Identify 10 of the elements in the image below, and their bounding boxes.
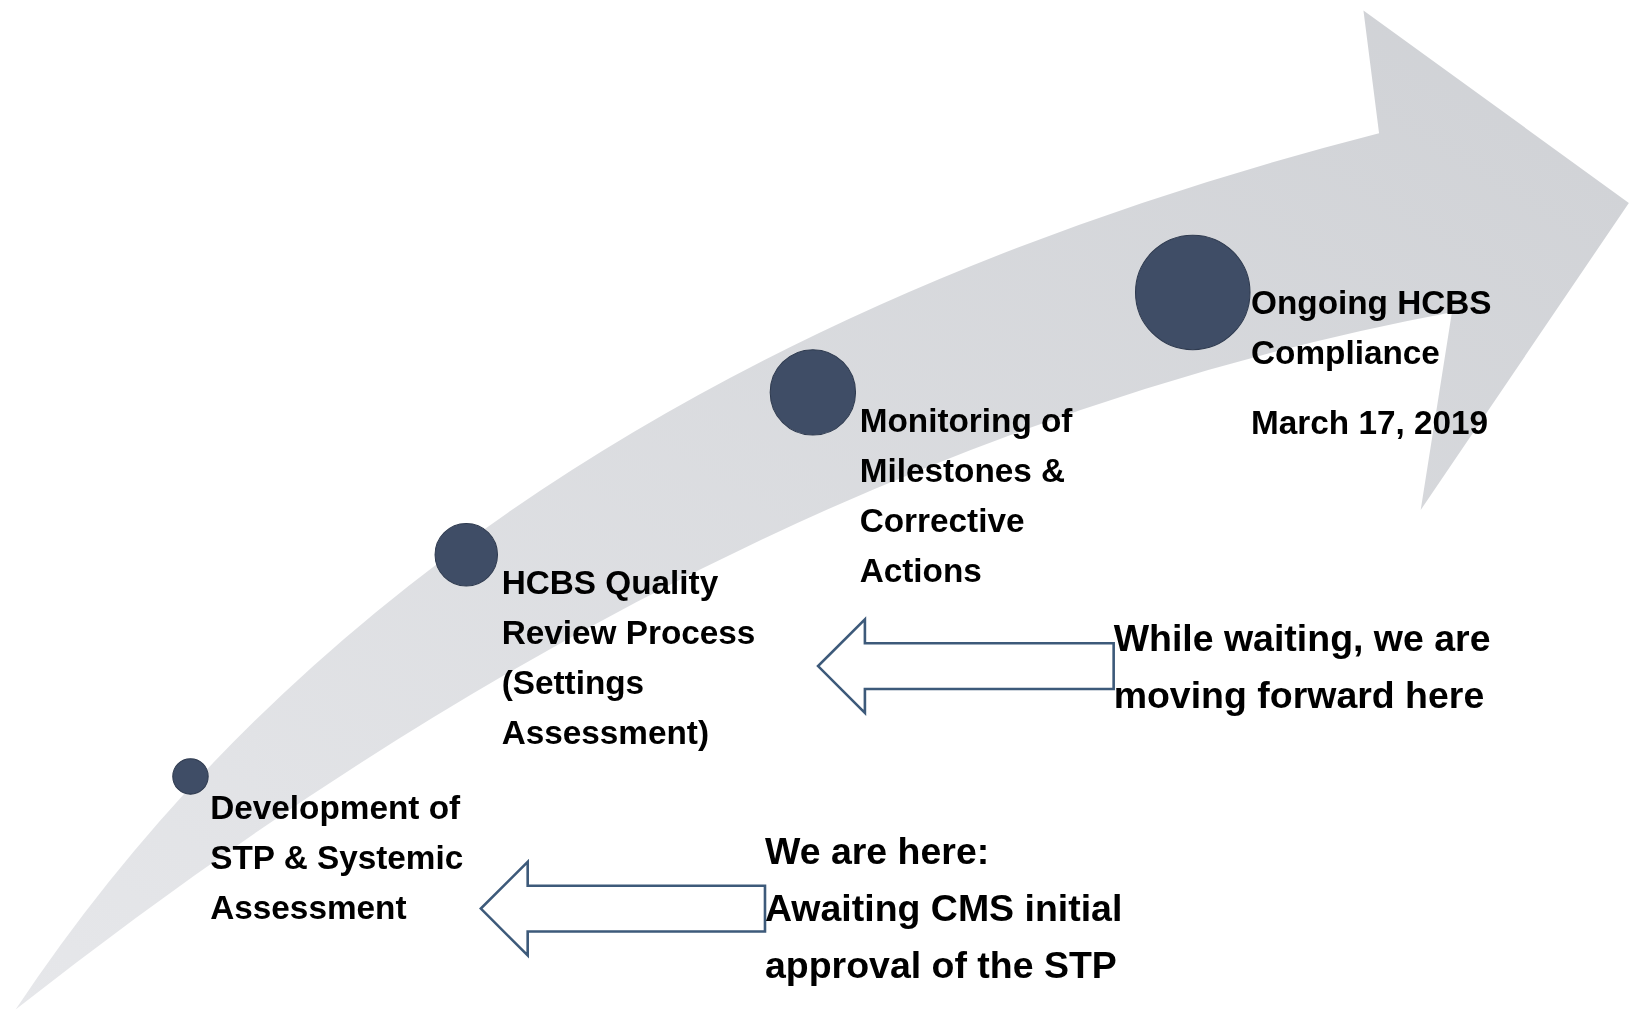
block-arrow <box>479 858 767 959</box>
block-arrow <box>816 616 1115 717</box>
milestone-label: Monitoring of Milestones & Corrective Actions <box>859 400 1074 592</box>
date-label: March 17, 2019 <box>1251 402 1490 444</box>
milestone-label: Ongoing HCBS Compliance <box>1251 283 1493 374</box>
note-text: We are here: <box>765 828 991 875</box>
milestone-label: HCBS Quality Review Process (Settings Assessment) <box>501 563 757 754</box>
note-text: Awaiting CMS initial approval of the STP <box>765 885 1124 989</box>
milestone-label: Development of STP & Systemic Assessment <box>210 787 465 929</box>
note-text: While waiting, we are moving forward here <box>1113 615 1492 719</box>
